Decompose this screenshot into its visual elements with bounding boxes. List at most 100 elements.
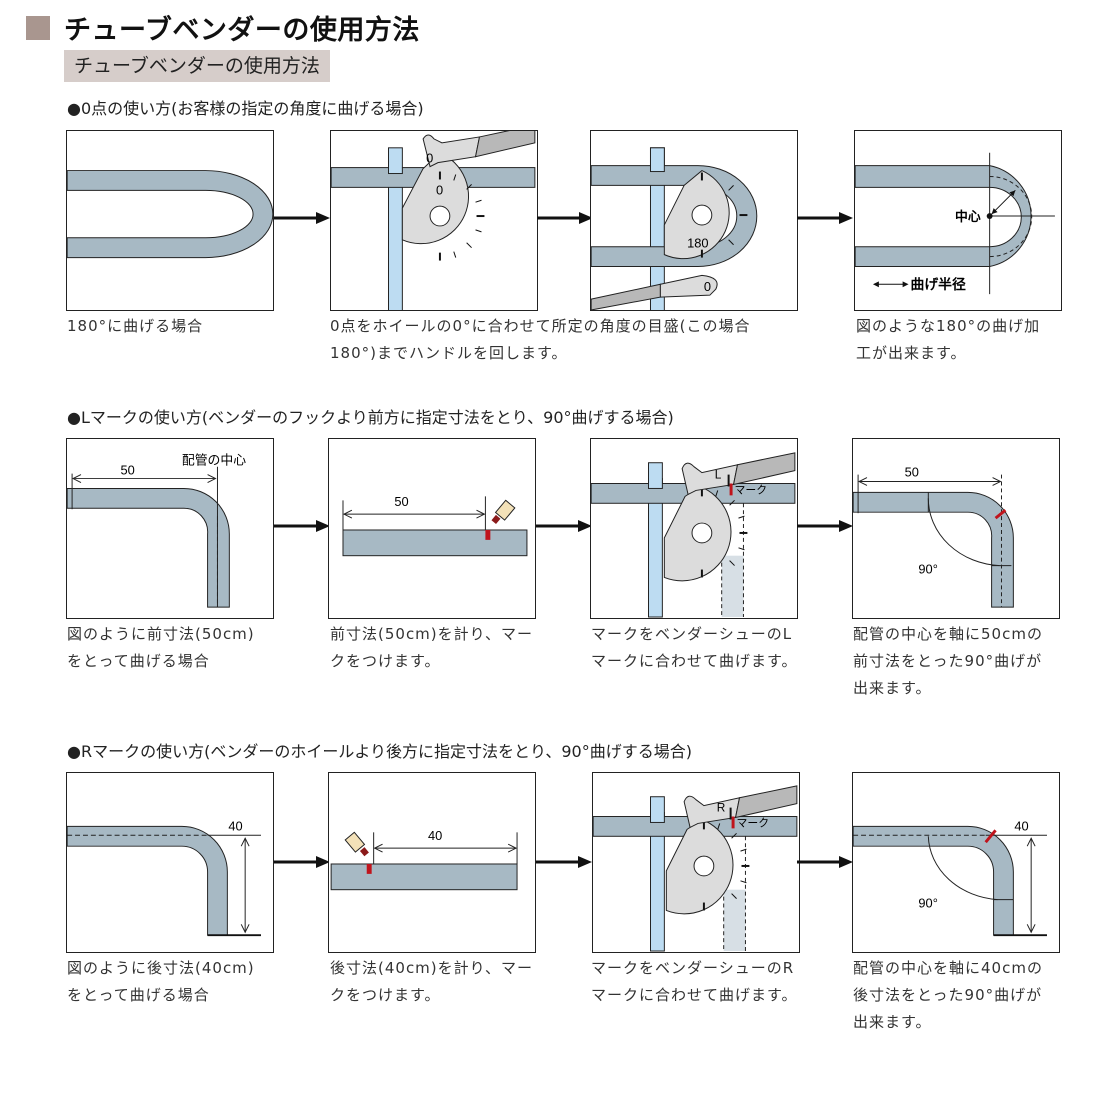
- caption-2-3: マークをベンダーシューのL マークに合わせて曲げます。: [591, 621, 798, 675]
- diagram-r-measure: 40: [328, 772, 536, 953]
- l-bent-pipe: [67, 825, 228, 936]
- diagram-l-measure: 50: [328, 438, 536, 619]
- step-arrow-icon: [274, 212, 330, 224]
- step-arrow-icon: [274, 520, 330, 532]
- red-mark: [731, 816, 735, 829]
- angle-label: 90°: [918, 895, 937, 910]
- page-subtitle: チューブベンダーの使用方法: [64, 50, 330, 82]
- caption-2-4: 配管の中心を軸に50cmの前寸法をとった90°曲げが出来ます。: [853, 621, 1043, 702]
- diagram-r-align: R マーク: [592, 772, 800, 953]
- caption-3-2: 後寸法(40cm)を計り、マークをつけます。: [330, 955, 533, 1009]
- shoe-zero-label: 0: [426, 151, 433, 166]
- diagram-l-target: 50 配管の中心: [66, 438, 274, 619]
- caption-line: マークに合わせて曲げます。: [591, 986, 798, 1004]
- l-bend-illustration: 50 配管の中心: [67, 453, 246, 608]
- caption-2-1: 図のように前寸法(50cm) をとって曲げる場合: [67, 621, 255, 675]
- wheel-hub: [691, 204, 713, 226]
- l-mark-align-illustration: L マーク: [591, 452, 796, 618]
- straight-pipe: [342, 529, 528, 557]
- angle-arc: [927, 836, 998, 901]
- r-bend-illustration: 40: [67, 818, 261, 937]
- caption-line: 工が出来ます。: [856, 344, 967, 362]
- bender-handle: [474, 131, 536, 158]
- wheel-ticks: [438, 171, 485, 261]
- step-arrow-icon: [537, 212, 593, 224]
- page-title: チューブベンダーの使用方法: [64, 15, 420, 46]
- step-arrow-icon: [274, 856, 330, 868]
- section-heading-zero-point: ●0点の使い方(お客様の指定の角度に曲げる場合): [67, 99, 424, 118]
- r-mark-align-illustration: R マーク: [593, 785, 798, 952]
- step-arrow-icon: [536, 520, 592, 532]
- caption-3-1: 図のように後寸法(40cm)をとって曲げる場合: [67, 955, 255, 1009]
- caption-line: マークに合わせて曲げます。: [591, 652, 798, 670]
- l-bent-pipe: [853, 825, 1014, 936]
- support-bar-top: [648, 462, 663, 489]
- straight-pipe: [330, 863, 518, 891]
- bender-wheel: [401, 152, 469, 245]
- caption-3-4: 配管の中心を軸に40cmの後寸法をとった90°曲げが出来ます。: [853, 955, 1043, 1036]
- bender-shoe: [422, 134, 481, 168]
- l-bent-pipe: [853, 491, 1014, 608]
- caption-line: マークをベンダーシューのL: [591, 625, 793, 643]
- marker-pen-icon: [491, 499, 516, 525]
- caption-line: 0点をホイールの0°に合わせて所定の角度の目盛(この場合: [330, 317, 751, 335]
- diagram-l-align: L マーク: [590, 438, 798, 619]
- wheel-zero-label: 0: [436, 182, 443, 197]
- r-result-illustration: 40 90°: [853, 818, 1047, 937]
- u-bent-pipe: [855, 165, 1032, 267]
- step-arrow-icon: [797, 212, 853, 224]
- angle-label: 90°: [918, 561, 937, 576]
- wheel-hub: [693, 855, 715, 877]
- caption-line: 配管の中心を軸に50cmの: [853, 625, 1043, 643]
- shoe-l-label: L: [715, 468, 722, 482]
- center-label: 中心: [955, 209, 981, 224]
- mark-label: マーク: [735, 483, 768, 496]
- step-arrow-icon: [797, 520, 853, 532]
- diagram-180-result: 中心 曲げ半径: [854, 130, 1062, 311]
- red-mark: [366, 863, 372, 874]
- center-line: [989, 175, 1033, 258]
- marker-pen-icon: [344, 831, 369, 857]
- u-bend-illustration: [67, 170, 273, 259]
- wheel-180-label: 180: [687, 236, 708, 251]
- red-mark: [729, 483, 733, 496]
- u-bent-pipe: [591, 165, 758, 267]
- caption-line: をとって曲げる場合: [67, 652, 210, 670]
- shoe-zero-label: 0: [704, 279, 711, 294]
- section-heading-l-mark: ●Lマークの使い方(ベンダーのフックより前方に指定寸法をとり、90°曲げする場合…: [67, 408, 674, 427]
- red-mark: [485, 529, 491, 540]
- caption-line: マークをベンダーシューのR: [591, 959, 795, 977]
- caption-line: 図のように後寸法(40cm): [67, 959, 255, 977]
- diagram-zero-align: 0 0: [330, 130, 538, 311]
- caption-line: 後寸法をとった90°曲げが: [853, 986, 1043, 1004]
- ghost-pipe: [723, 889, 746, 952]
- wheel-hub: [429, 205, 451, 227]
- bender-180-illustration: 180 0: [591, 147, 758, 310]
- l-bent-pipe: [67, 487, 230, 608]
- wheel-ticks: [702, 821, 750, 911]
- caption-line: 180°に曲げる場合: [67, 317, 204, 335]
- angle-arc: [927, 498, 1000, 567]
- bender-shoe: [681, 462, 739, 496]
- bender-handle: [732, 452, 796, 486]
- diagram-rotate-180: 180 0: [590, 130, 798, 311]
- support-bar: [388, 168, 403, 310]
- center-dot: [986, 213, 993, 220]
- diagram-r-target: 40: [66, 772, 274, 953]
- step-arrow-icon: [536, 856, 592, 868]
- caption-line: 後寸法(40cm)を計り、マー: [330, 959, 534, 977]
- caption-line: クをつけます。: [330, 652, 441, 670]
- wheel-ticks: [700, 172, 748, 258]
- title-square-icon: [26, 15, 50, 40]
- bender-shoe: [683, 795, 741, 829]
- dimension-label: 50: [905, 465, 919, 480]
- bend-radius-illustration: 中心 曲げ半径: [855, 152, 1055, 295]
- diagram-l-result: 50 90°: [852, 438, 1060, 619]
- u-bent-pipe: [67, 170, 273, 259]
- diagram-r-result: 40 90°: [852, 772, 1060, 953]
- caption-line: 配管の中心を軸に40cmの: [853, 959, 1043, 977]
- caption-line: 前寸法をとった90°曲げが: [853, 652, 1043, 670]
- caption-line: 図のように前寸法(50cm): [67, 625, 255, 643]
- bender-handle: [591, 283, 661, 310]
